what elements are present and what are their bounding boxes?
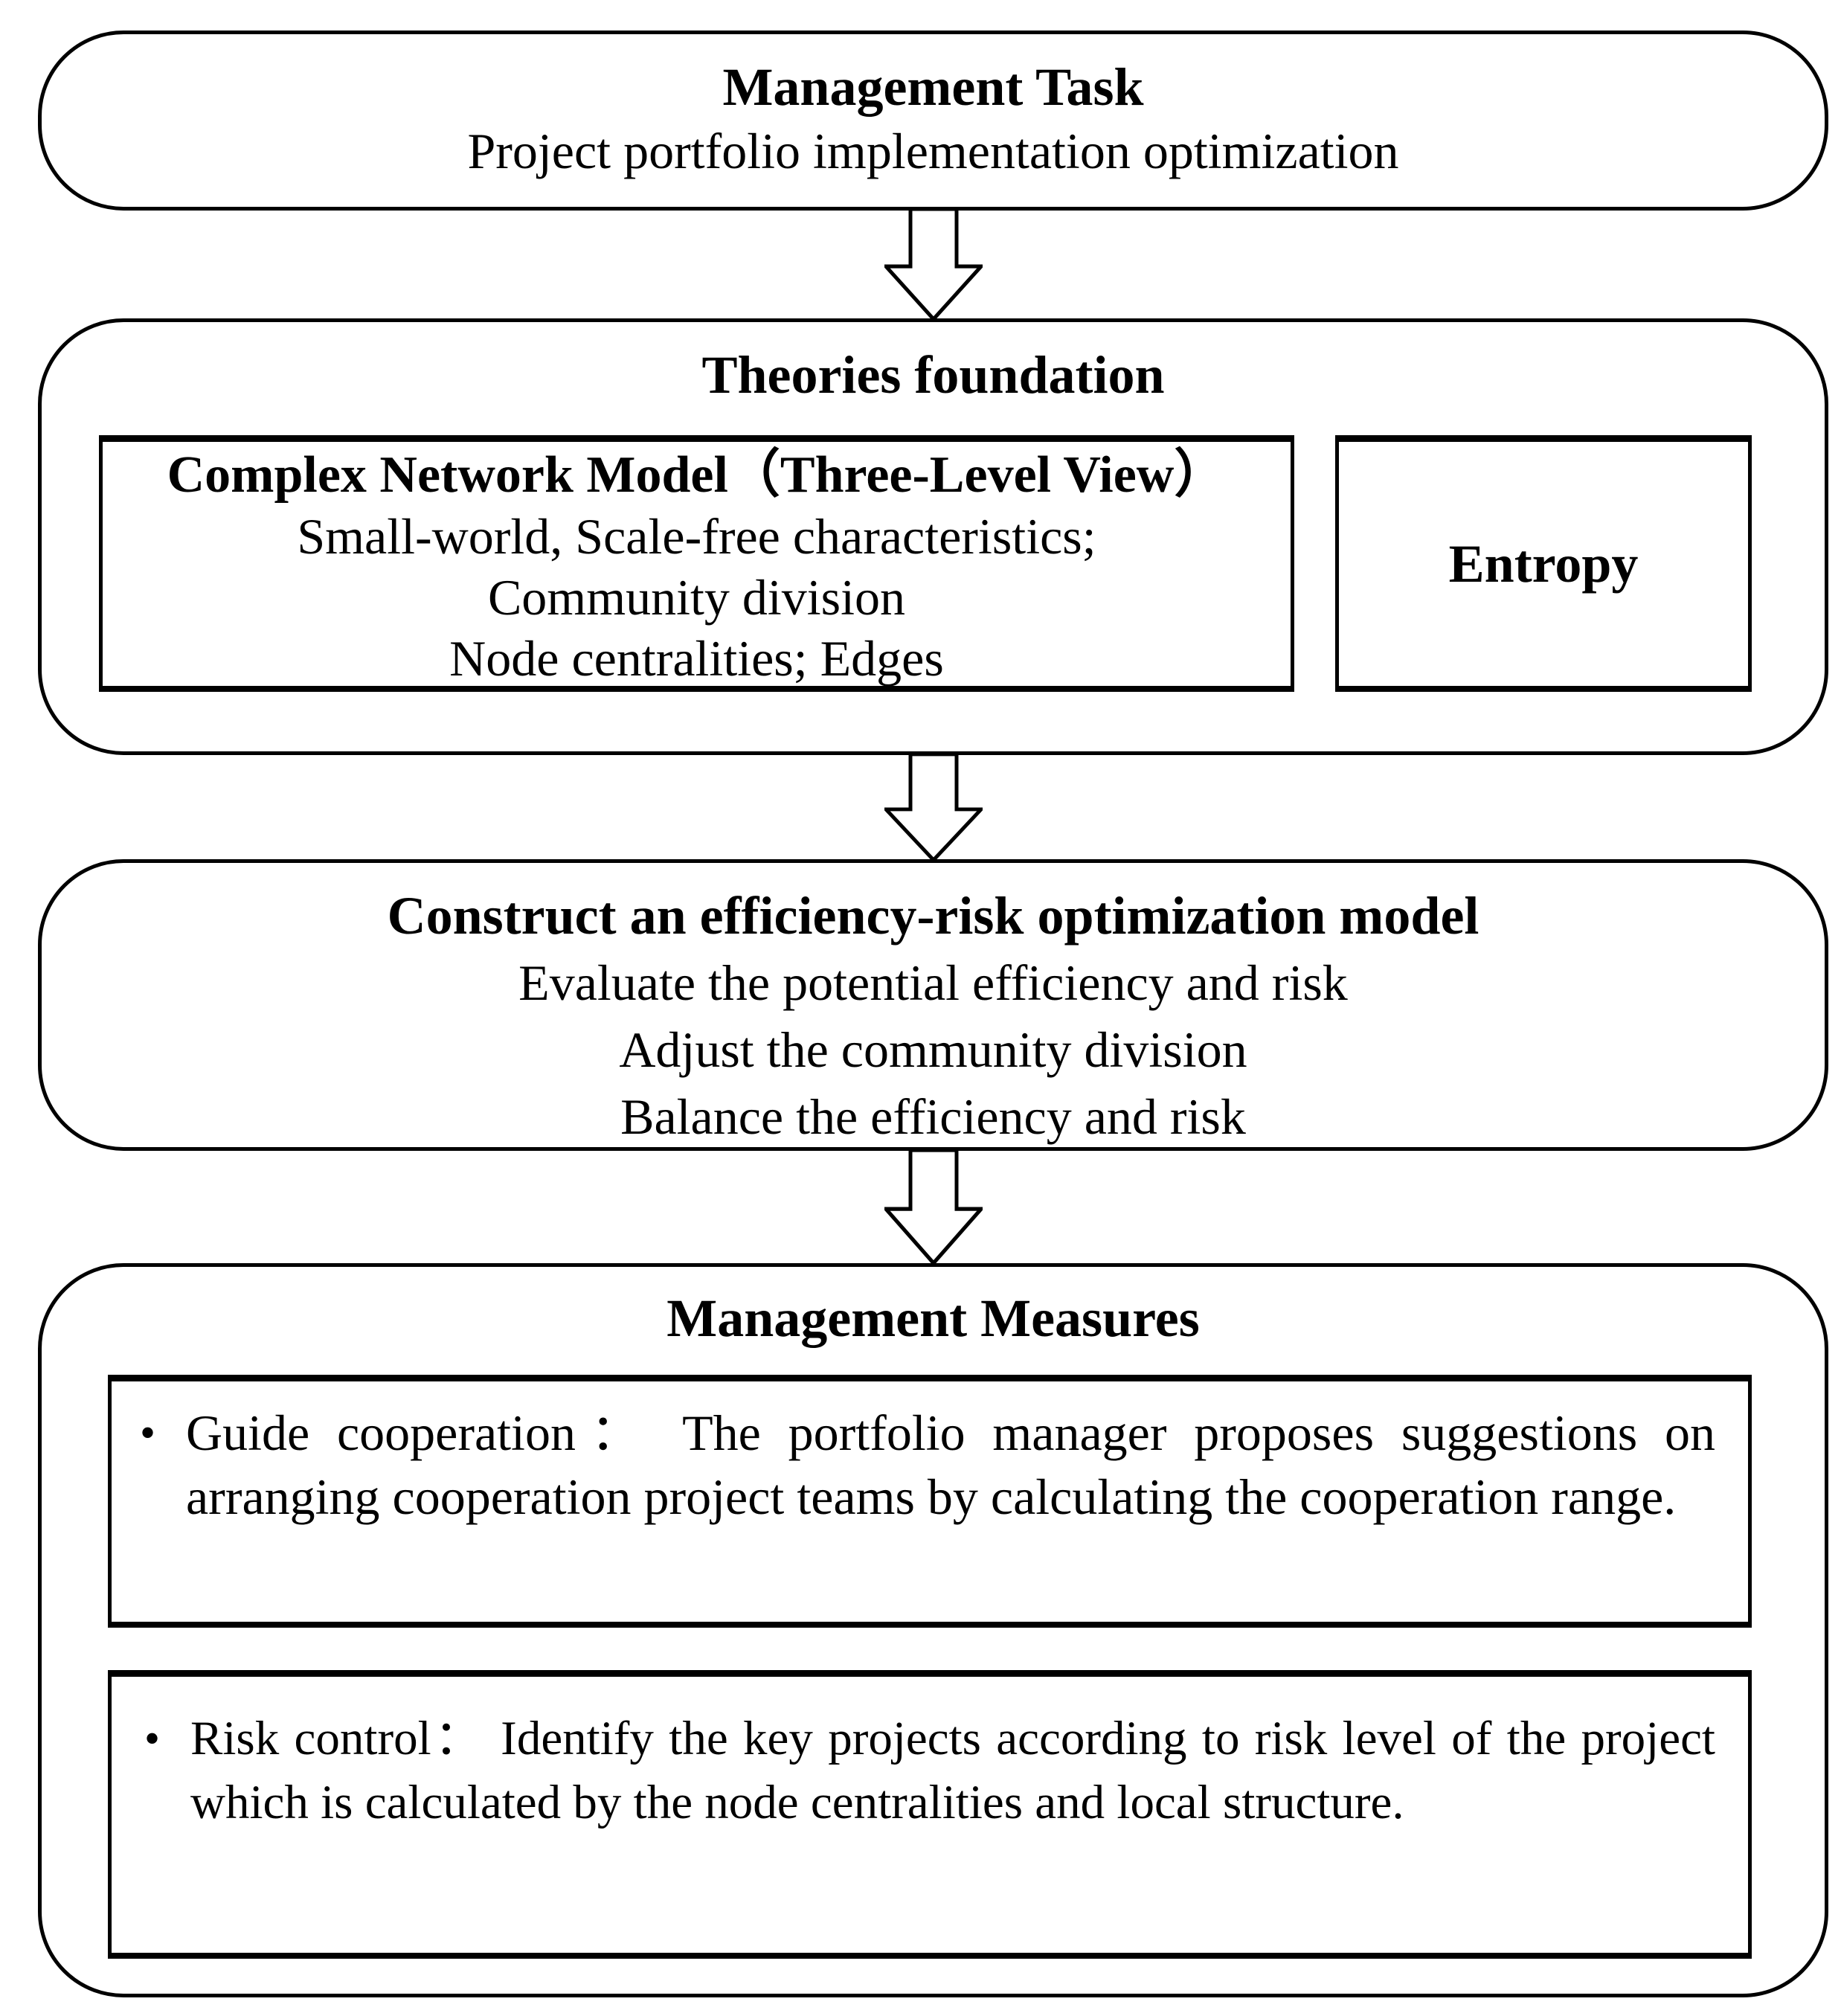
optimization-model-line: Balance the efficiency and risk	[620, 1088, 1246, 1145]
guide-cooperation-text: Guide cooperation： The portfolio manager…	[186, 1405, 1715, 1525]
down-arrow-icon	[884, 208, 983, 321]
management-measures-title: Management Measures	[666, 1288, 1200, 1348]
bullet-icon: •	[144, 1714, 161, 1763]
bullet-icon: •	[140, 1408, 156, 1457]
down-arrow-icon	[884, 753, 983, 861]
management-task-title: Management Task	[722, 57, 1144, 117]
optimization-model-line: Evaluate the potential efficiency and ri…	[518, 954, 1348, 1011]
management-task-subtitle: Project portfolio implementation optimiz…	[467, 123, 1399, 179]
risk-control-box: • Risk control： Identify the key project…	[108, 1670, 1752, 1959]
optimization-model-box: Construct an efficiency-risk optimizatio…	[38, 859, 1828, 1151]
guide-cooperation-box: • Guide cooperation： The portfolio manag…	[108, 1375, 1752, 1628]
complex-network-line: Node centralities; Edges	[449, 630, 944, 687]
complex-network-line: Small-world, Scale-free characteristics;	[297, 508, 1096, 565]
entropy-box: Entropy	[1335, 435, 1752, 692]
complex-network-model-box: Complex Network Model（Three-Level View） …	[99, 435, 1294, 692]
list-item: • Guide cooperation： The portfolio manag…	[112, 1381, 1748, 1622]
optimization-model-line: Adjust the community division	[619, 1021, 1247, 1078]
optimization-model-title: Construct an efficiency-risk optimizatio…	[387, 886, 1479, 946]
risk-control-text: Risk control： Identify the key projects …	[190, 1712, 1715, 1829]
list-item: • Risk control： Identify the key project…	[112, 1677, 1748, 1953]
complex-network-model-title: Complex Network Model（Three-Level View）	[167, 446, 1227, 504]
entropy-label: Entropy	[1448, 533, 1639, 594]
down-arrow-icon	[884, 1149, 983, 1265]
complex-network-line: Community division	[487, 569, 906, 626]
theories-foundation-title: Theories foundation	[701, 345, 1165, 405]
management-task-box: Management Task Project portfolio implem…	[38, 31, 1828, 211]
